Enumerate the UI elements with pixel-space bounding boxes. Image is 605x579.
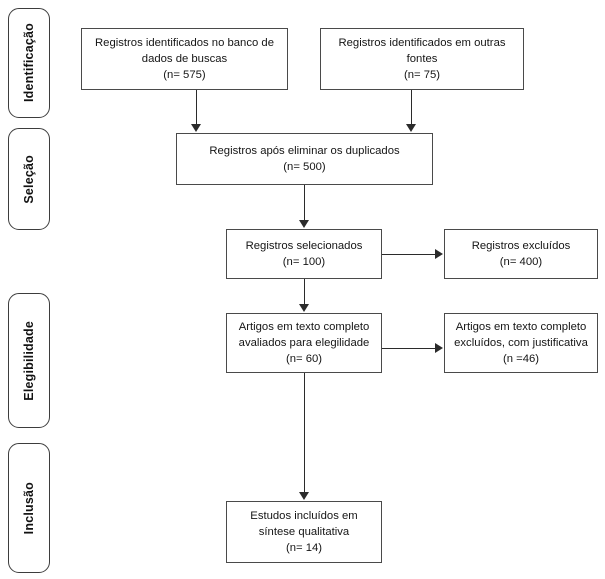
arrowhead-duplicates-to-screened [299,220,309,228]
stage-label-selecao: Seleção [21,154,36,204]
arrowhead-screened-to-fulltext [299,304,309,312]
box-fulltext-excluded: Artigos em texto completo excluídos, com… [444,313,598,373]
box-other-sources: Registros identificados em outras fontes… [320,28,524,90]
arrowhead-fulltext-to-included [299,492,309,500]
box-after-duplicates-text: Registros após eliminar os duplicados (n… [209,144,400,173]
connector-screened-to-fulltext [304,279,305,305]
box-other-sources-text: Registros identificados em outras fontes… [338,36,506,82]
connector-fulltext-to-included [304,373,305,493]
stage-pill-identificacao: Identificação [8,8,50,118]
stage-pill-inclusao: Inclusão [8,443,50,573]
box-excluded: Registros excluídos (n= 400) [444,229,598,279]
connector-duplicates-to-screened [304,185,305,221]
box-fulltext-assessed-text: Artigos em texto completo avaliados para… [238,320,370,366]
connector-database-to-duplicates [196,90,197,125]
arrowhead-database-to-duplicates [191,124,201,132]
box-database-records-text: Registros identificados no banco de dado… [95,36,274,82]
connector-other-to-duplicates [411,90,412,125]
arrowhead-other-to-duplicates [406,124,416,132]
arrowhead-fulltext-to-excluded [435,343,443,353]
stage-pill-elegibilidade: Elegibilidade [8,293,50,428]
box-included-text: Estudos incluídos em síntese qualitativa… [250,509,358,555]
box-fulltext-assessed: Artigos em texto completo avaliados para… [226,313,382,373]
box-fulltext-excluded-text: Artigos em texto completo excluídos, com… [454,320,588,366]
box-screened-text: Registros selecionados (n= 100) [245,239,363,268]
connector-fulltext-to-excluded [382,348,436,349]
stage-label-inclusao: Inclusão [21,481,36,535]
box-after-duplicates: Registros após eliminar os duplicados (n… [176,133,433,185]
stage-label-elegibilidade: Elegibilidade [21,320,36,401]
box-included: Estudos incluídos em síntese qualitativa… [226,501,382,563]
stage-pill-selecao: Seleção [8,128,50,230]
box-screened: Registros selecionados (n= 100) [226,229,382,279]
stage-label-identificacao: Identificação [21,23,36,103]
connector-screened-to-excluded [382,254,436,255]
box-database-records: Registros identificados no banco de dado… [81,28,288,90]
box-excluded-text: Registros excluídos (n= 400) [471,239,571,268]
arrowhead-screened-to-excluded [435,249,443,259]
